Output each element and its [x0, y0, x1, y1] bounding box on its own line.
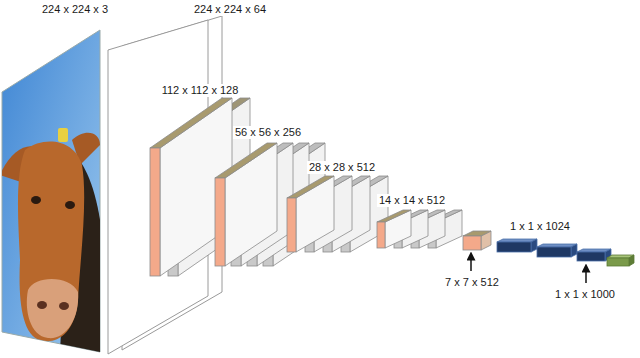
pointer-arrow	[470, 256, 472, 271]
slab-front	[463, 236, 481, 250]
dimension-label: 224 x 224 x 64	[192, 3, 268, 16]
dense-layer	[497, 242, 531, 252]
cow-muzzle	[27, 279, 78, 338]
softmax-layer	[607, 255, 634, 266]
dense-top	[537, 244, 577, 247]
slab-top	[463, 231, 491, 236]
slab-top	[287, 176, 334, 198]
slab-front	[287, 198, 296, 252]
cow-nostril	[59, 302, 69, 310]
dimension-label: 56 x 56 x 256	[233, 126, 303, 139]
slab-side	[160, 98, 232, 276]
slab-side	[225, 143, 277, 266]
dimension-label: 1 x 1 x 1000	[553, 288, 617, 301]
dense-top	[497, 239, 537, 242]
dimension-label: 224 x 224 x 3	[40, 3, 110, 16]
dimension-label: 7 x 7 x 512	[443, 276, 501, 289]
slab-front	[150, 148, 160, 276]
ear-tag	[58, 128, 68, 142]
cow-picture	[0, 128, 106, 352]
dimension-label: 112 x 112 x 128	[160, 84, 241, 97]
cow-eye	[31, 196, 41, 204]
dense-layer	[577, 252, 605, 261]
cow-head	[18, 142, 84, 342]
slab-front	[377, 222, 385, 248]
dimension-label: 14 x 14 x 512	[377, 194, 447, 207]
pointer-arrow	[585, 268, 587, 283]
dense-layers	[497, 239, 611, 261]
dimension-label: 1 x 1 x 1024	[508, 220, 572, 233]
input-photo	[0, 30, 106, 352]
softmax-front	[607, 258, 629, 266]
dense-side	[571, 244, 577, 257]
slab-top	[377, 210, 411, 222]
slab-top	[215, 143, 277, 178]
dense-layer	[537, 247, 571, 257]
cow-eye	[65, 201, 75, 209]
slab-top	[150, 98, 232, 148]
cow-nostril	[37, 301, 47, 309]
dimension-label: 28 x 28 x 512	[307, 161, 377, 174]
softmax-side	[629, 255, 634, 266]
slab-front	[215, 178, 225, 266]
dense-side	[531, 239, 537, 252]
conv-block	[150, 98, 491, 276]
